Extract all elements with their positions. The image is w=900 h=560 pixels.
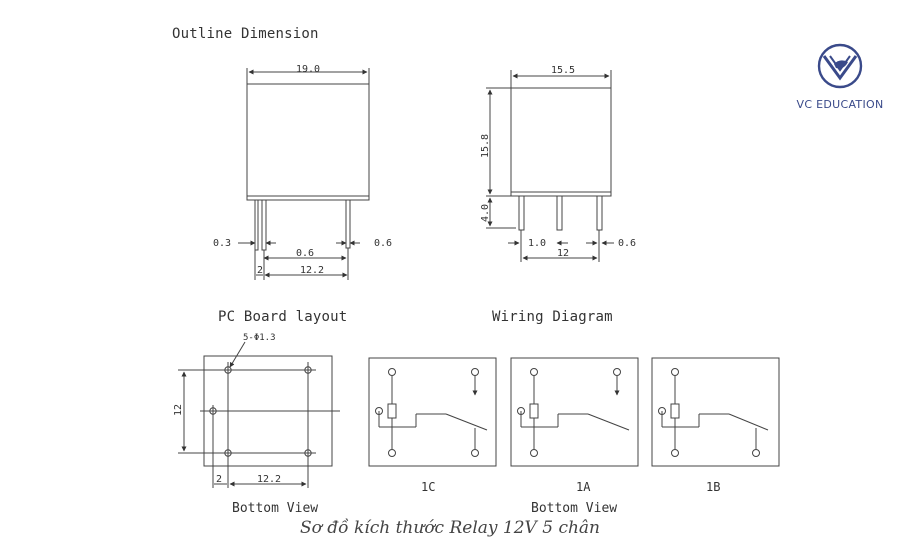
- coil-icon: [529, 403, 539, 419]
- front-offset-label: 2: [257, 265, 263, 276]
- side-offset-label: 1.0: [528, 238, 546, 249]
- pcb-offset-label: 2: [216, 474, 222, 485]
- front-view: [238, 68, 370, 280]
- front-pin-width-left-label: 0.3: [213, 238, 231, 249]
- side-view: [486, 70, 614, 262]
- pcb-layout: [178, 341, 340, 488]
- bottom-view-label-2: Bottom View: [531, 501, 617, 516]
- pcb-height-label: 12: [173, 404, 184, 416]
- front-width-label: 19.0: [296, 64, 320, 75]
- vc-education-logo: VC EDUCATION: [780, 42, 900, 111]
- coil-icon: [670, 403, 680, 419]
- front-inner-pin-label: 0.6: [296, 248, 314, 259]
- side-height-label: 15.8: [480, 134, 491, 158]
- logo-text: VC EDUCATION: [796, 98, 884, 111]
- wiring-label-1a: 1A: [576, 480, 591, 494]
- wiring-diagram-1b: [651, 357, 780, 467]
- bottom-view-label-1: Bottom View: [232, 501, 318, 516]
- side-pin-width-label: 0.6: [618, 238, 636, 249]
- wiring-label-1c: 1C: [421, 480, 435, 494]
- side-spacing-label: 12: [557, 248, 569, 259]
- front-spacing-label: 12.2: [300, 265, 324, 276]
- wiring-diagram-1c: [368, 357, 497, 467]
- pcb-spacing-label: 12.2: [257, 474, 281, 485]
- wiring-diagram-1a: [510, 357, 639, 467]
- wiring-label-1b: 1B: [706, 480, 720, 494]
- pcb-holes: [209, 366, 312, 457]
- side-pin-length-label: 4.0: [480, 204, 491, 222]
- pcb-hole-label: 5-Φ1.3: [243, 333, 276, 343]
- outline-dimension-heading: Outline Dimension: [172, 26, 319, 42]
- logo-emblem-icon: [817, 43, 863, 89]
- side-view-pins: [518, 195, 603, 231]
- side-view-body: [510, 87, 612, 197]
- coil-icon: [387, 403, 397, 419]
- wiring-diagram-heading: Wiring Diagram: [492, 309, 613, 325]
- side-width-label: 15.5: [551, 65, 575, 76]
- figure-caption: Sơ đồ kích thước Relay 12V 5 chân: [300, 518, 600, 538]
- front-view-body: [246, 83, 370, 201]
- front-pin-width-right-label: 0.6: [374, 238, 392, 249]
- pcb-layout-heading: PC Board layout: [218, 309, 348, 325]
